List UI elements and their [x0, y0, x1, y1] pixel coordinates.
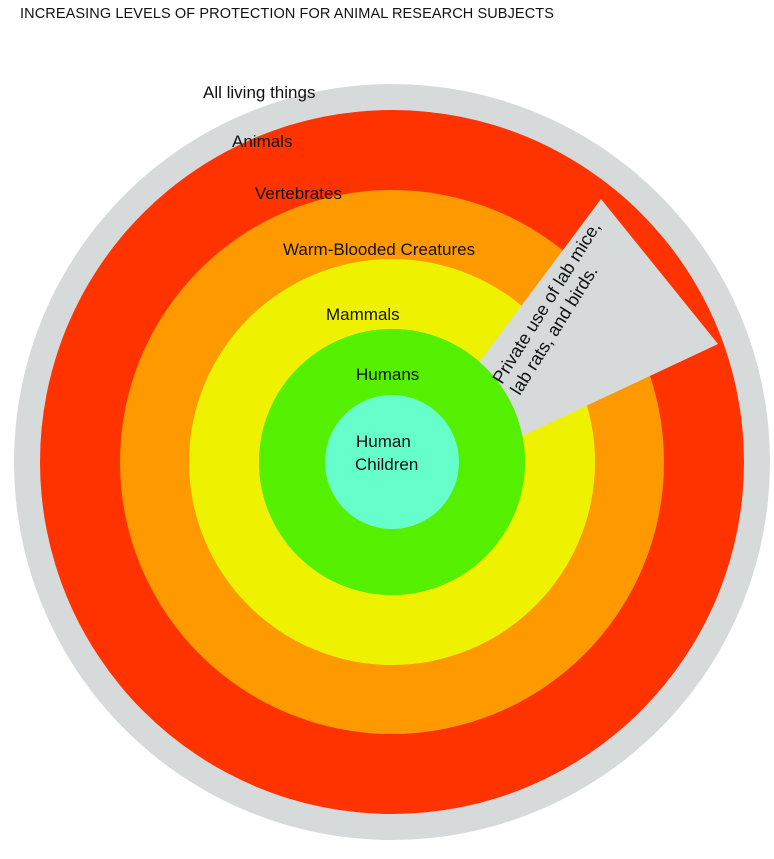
label-animals: Animals — [232, 132, 292, 151]
label-mammals: Mammals — [326, 305, 400, 324]
exclusion-wedge — [475, 199, 718, 436]
label-vertebrates: Vertebrates — [255, 184, 342, 203]
ring-human-children — [325, 395, 459, 529]
label-all-living-things: All living things — [203, 83, 315, 102]
label-warm-blooded-creatures: Warm-Blooded Creatures — [283, 240, 475, 259]
label-humans: Humans — [356, 365, 419, 384]
label-human-children-line2: Children — [355, 455, 418, 474]
label-human-children-line1: Human — [356, 432, 411, 451]
diagram-title: INCREASING LEVELS OF PROTECTION FOR ANIM… — [20, 6, 555, 22]
